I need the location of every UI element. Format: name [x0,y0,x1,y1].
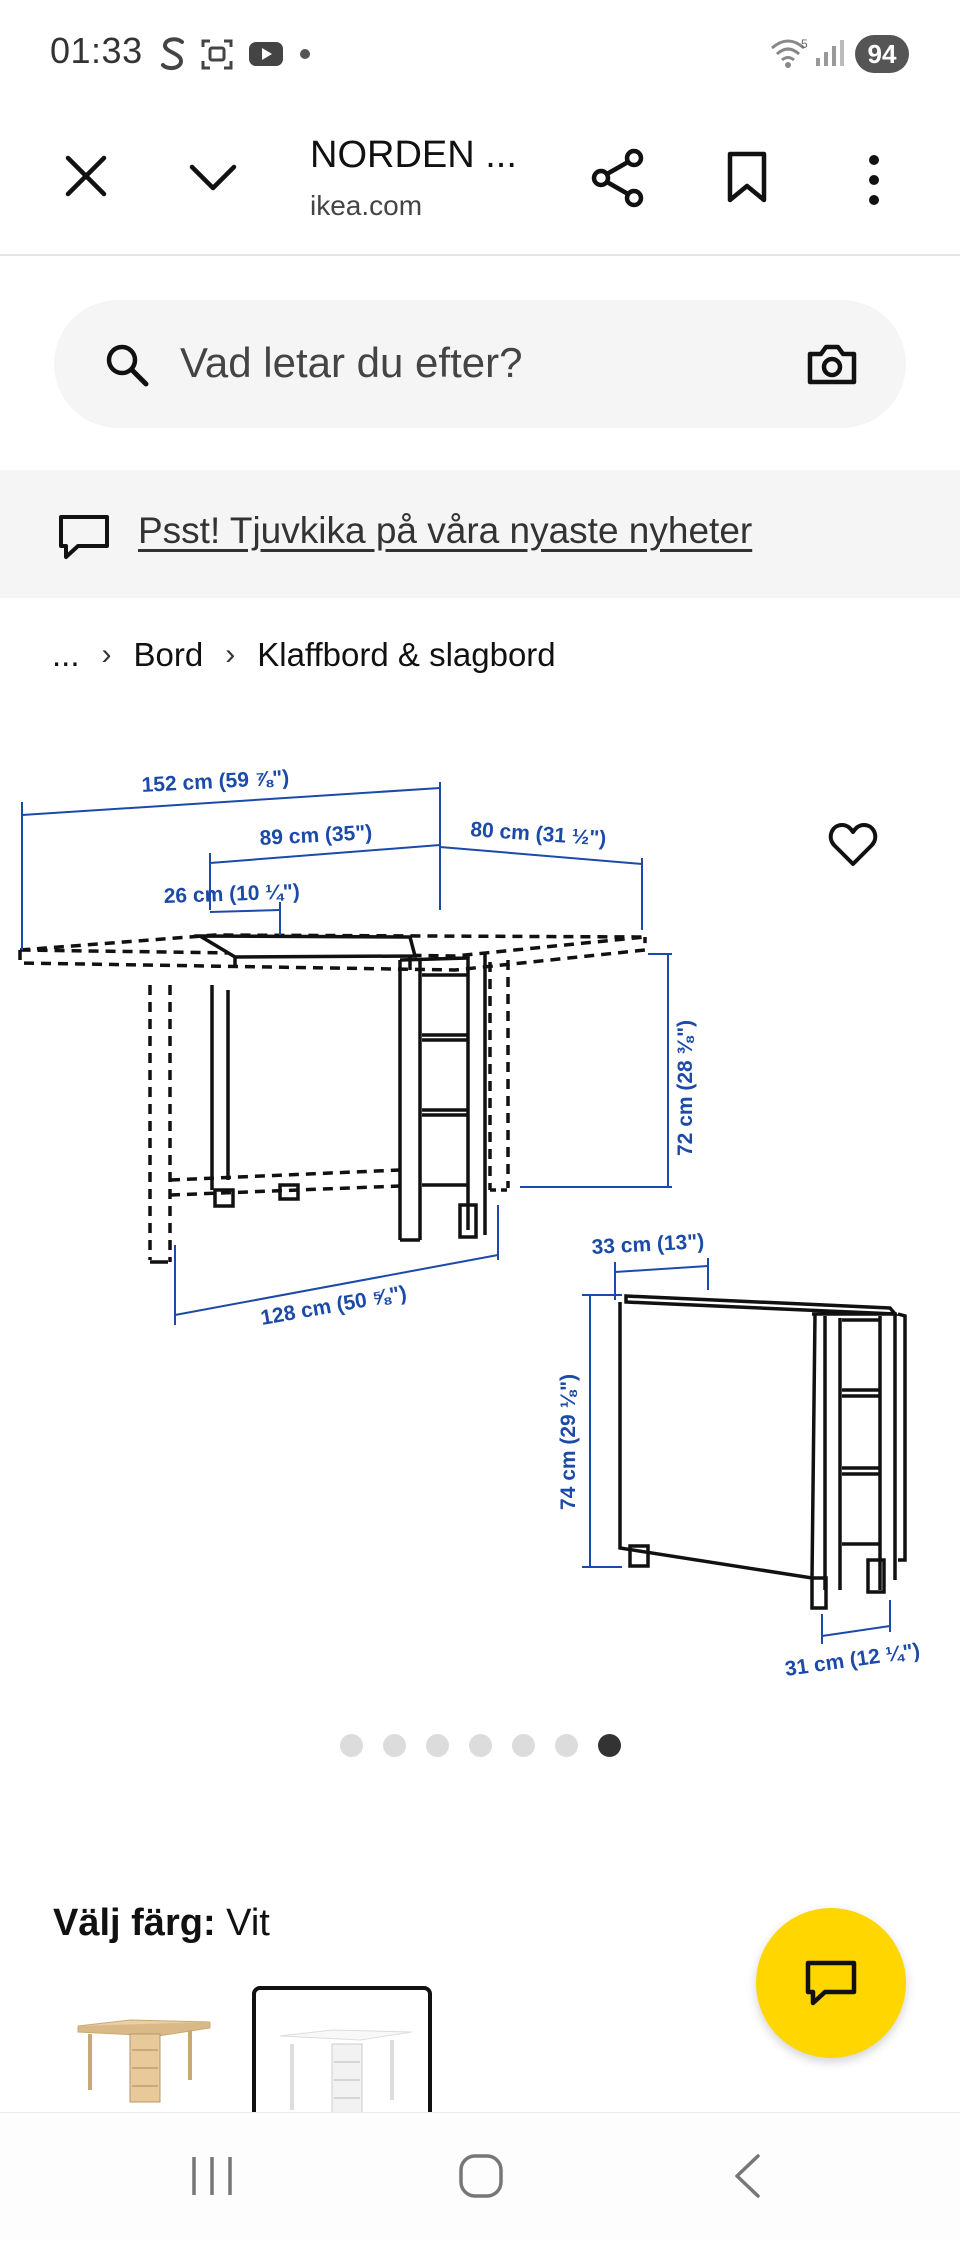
system-nav-bar [0,2112,960,2241]
chevron-right-icon: › [101,638,112,671]
color-label-value: Vit [226,1902,270,1944]
dim-base-length: 128 cm (50 ⅝") [259,1282,408,1330]
back-icon[interactable] [732,2153,762,2199]
breadcrumb-item-bord[interactable]: Bord [133,636,204,673]
camera-icon[interactable] [806,342,858,386]
tab-domain[interactable]: ikea.com [310,190,423,221]
search-icon [106,344,149,387]
home-icon[interactable] [458,2153,504,2199]
color-swatch-white[interactable] [252,1986,432,2126]
dim-folded-base: 31 cm (12 ¼") [783,1639,921,1681]
close-icon[interactable] [64,154,108,198]
dim-total-length: 152 cm (59 ⅞") [141,766,290,797]
dot-icon [300,49,310,59]
breadcrumb-item-klaffbord[interactable]: Klaffbord & slagbord [257,636,556,673]
chevron-right-icon: › [225,638,236,671]
tab-title[interactable]: NORDEN ... [310,134,517,176]
more-options-icon[interactable] [864,154,884,206]
promo-banner [0,470,960,598]
youtube-icon [249,42,283,66]
color-label-title: Välj färg: [53,1902,216,1944]
status-time: 01:33 [50,30,143,71]
chat-icon [805,1960,857,2006]
share-icon[interactable] [590,148,646,208]
chat-bubble-icon [59,515,109,559]
signal-icon [816,40,844,66]
search-input[interactable]: Vad letar du efter? [180,339,523,386]
screenshot-icon [201,39,233,70]
svg-text:5: 5 [801,37,808,51]
wifi-icon: 5 [771,37,808,68]
color-select-label: Välj färg: Vit [53,1902,270,1945]
dim-middle-section: 89 cm (35") [259,821,373,850]
bookmark-icon[interactable] [726,150,768,204]
carousel-dot[interactable] [383,1734,406,1757]
status-bar: 01:33 5 94 [0,0,960,110]
dim-flap: 80 cm (31 ½") [470,818,607,850]
white-table-thumbnail [279,2029,413,2119]
chat-button[interactable] [756,1908,906,2058]
carousel-dot[interactable] [555,1734,578,1757]
carousel-dot[interactable] [426,1734,449,1757]
recent-apps-icon[interactable] [190,2155,234,2197]
dim-height-open: 72 cm (28 ⅜") [674,1020,697,1156]
carousel-dot[interactable] [340,1734,363,1757]
chevron-down-icon[interactable] [188,162,238,192]
carousel-dot[interactable] [469,1734,492,1757]
heart-icon[interactable] [828,822,878,868]
dim-centre-top: 26 cm (10 ¼") [163,880,300,908]
carousel-indicator [340,1734,621,1757]
dim-folded-depth: 33 cm (13") [591,1230,705,1259]
breadcrumb-item-ellipsis[interactable]: ... [52,636,80,673]
product-dimension-image[interactable]: 152 cm (59 ⅞") 89 cm (35") 80 cm (31 ½")… [0,750,960,1700]
notification-icons [160,34,312,74]
color-swatch-birch[interactable] [60,1990,220,2110]
browser-toolbar [0,110,960,256]
breadcrumb: ... › Bord › Klaffbord & slagbord [52,636,556,674]
carousel-dot[interactable] [512,1734,535,1757]
carousel-dot[interactable] [598,1734,621,1757]
search-bar[interactable] [54,300,906,428]
dim-height-folded: 74 cm (29 ⅛") [557,1374,580,1510]
s-icon [161,37,184,71]
promo-link[interactable]: Psst! Tjuvkika på våra nyaste nyheter [138,510,753,551]
battery-indicator: 94 [855,35,909,73]
